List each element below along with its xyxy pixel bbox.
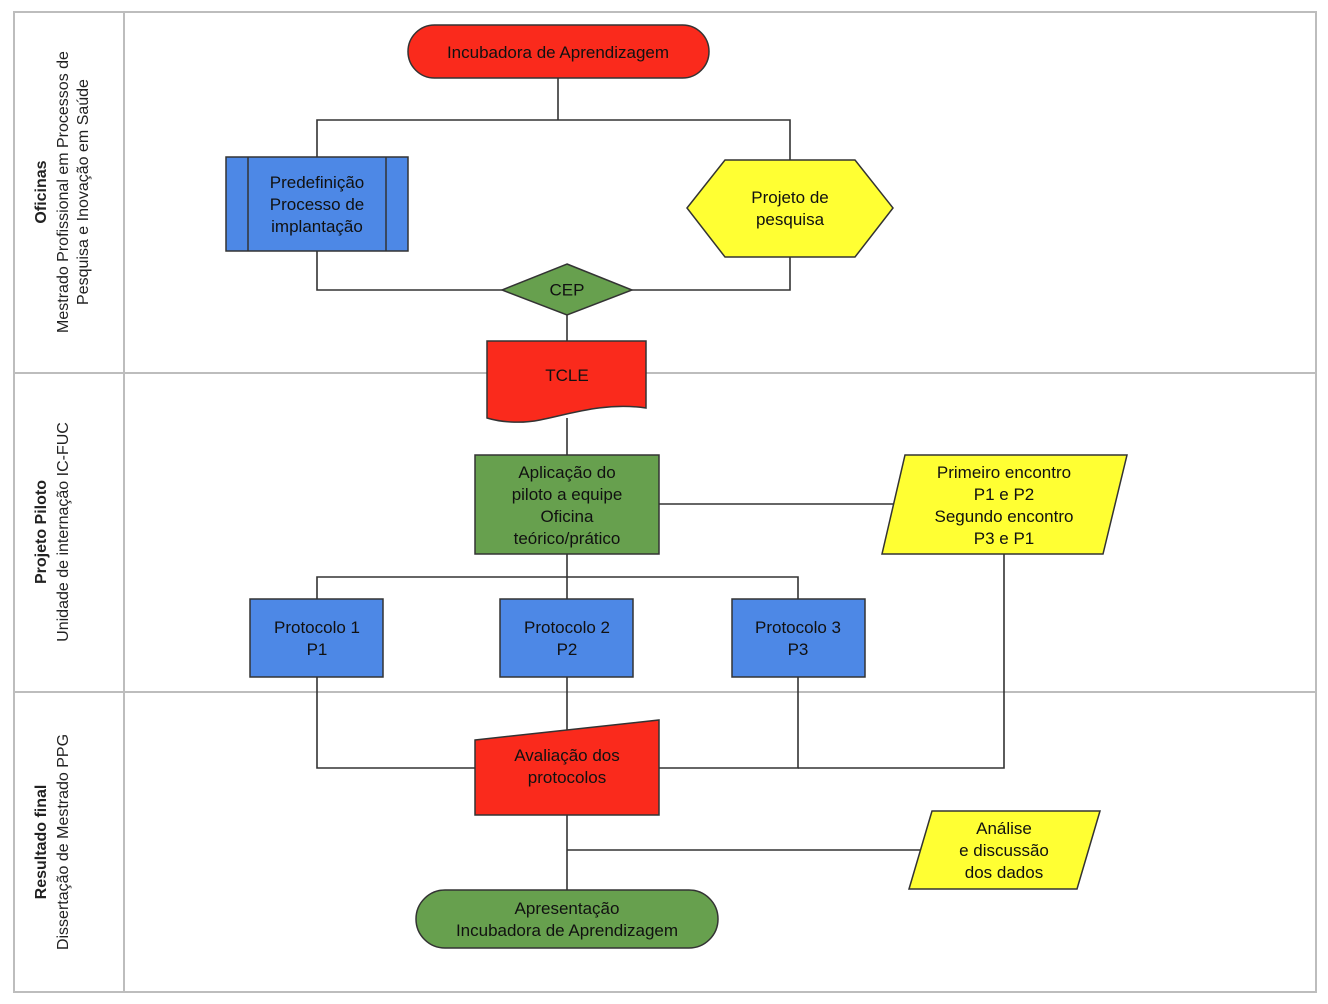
svg-text:Incubadora de Aprendizagem: Incubadora de Aprendizagem xyxy=(447,43,669,62)
process-shape xyxy=(474,454,660,555)
protocolo3-label-line-2: P3 xyxy=(788,640,809,659)
node-cep: CEP xyxy=(499,263,635,316)
protocolo2-label-line-1: Protocolo 2 xyxy=(524,618,610,637)
terminator-shape xyxy=(407,24,710,79)
edge-split-projeto xyxy=(558,119,791,160)
avaliacao-label-line-2: protocolos xyxy=(528,768,606,787)
lane-frame xyxy=(13,11,1317,993)
lane-oficinas-subtitle-2: Pesquisa e Inovação em Saúde xyxy=(75,79,92,305)
edge-projeto-cep xyxy=(632,257,791,291)
avaliacao-label-line-1: Avaliação dos xyxy=(514,746,620,765)
lane-resultado-title: Resultado final xyxy=(33,785,50,900)
analise-label-line-2: e discussão xyxy=(959,841,1049,860)
svg-text:Protocolo 3P3: Protocolo 3 P3 xyxy=(755,618,841,659)
encontros-label-line-4: P3 e P1 xyxy=(974,529,1035,548)
lane-piloto-subtitle: Unidade de internação IC-FUC xyxy=(55,422,72,642)
decision-shape xyxy=(499,263,635,316)
lane-oficinas-subtitle-1: Mestrado Profissional em Processos de xyxy=(55,51,72,333)
svg-text:Protocolo 1P1: Protocolo 1 P1 xyxy=(274,618,360,659)
aplicacao-label-line-4: teórico/prático xyxy=(514,529,621,548)
edge-predefinicao-cep xyxy=(316,251,502,291)
connectors xyxy=(316,78,1005,890)
node-analise: Análise e discussão dos dados xyxy=(907,810,1102,890)
svg-text:TCLE: TCLE xyxy=(545,366,588,385)
edge-protocolo1-avaliacao xyxy=(316,677,475,769)
apresentacao-label-line-1: Apresentação xyxy=(515,899,620,918)
tcle-label-line-1: TCLE xyxy=(545,366,588,385)
incubadora-label-line-1: Incubadora de Aprendizagem xyxy=(447,43,669,62)
process-shape xyxy=(249,598,384,678)
svg-text:Protocolo 2P2: Protocolo 2 P2 xyxy=(524,618,610,659)
process-shape xyxy=(499,598,634,678)
node-protocolo-2: Protocolo 2 P2 xyxy=(499,598,634,678)
predefinicao-label-line-2: Processo de xyxy=(270,195,365,214)
edge-split-protocols xyxy=(316,576,799,599)
apresentacao-label-line-2: Incubadora de Aprendizagem xyxy=(456,921,678,940)
lane-piloto-title: Projeto Piloto xyxy=(33,480,50,584)
aplicacao-label-line-1: Aplicação do xyxy=(518,463,615,482)
data-shape xyxy=(881,454,1128,555)
edge-encontros-avaliacao xyxy=(798,554,1005,769)
edge-protocolo3-avaliacao xyxy=(659,677,799,769)
projeto-pesquisa-label-line-2: pesquisa xyxy=(756,210,825,229)
projeto-pesquisa-label-line-1: Projeto de xyxy=(751,188,829,207)
hexagon-shape xyxy=(686,159,894,258)
node-protocolo-3: Protocolo 3 P3 xyxy=(731,598,866,678)
node-avaliacao: Avaliação dos protocolos xyxy=(474,719,660,816)
node-protocolo-1: Protocolo 1 P1 xyxy=(249,598,384,678)
node-projeto-pesquisa: Projeto de pesquisa xyxy=(686,159,894,258)
protocolo2-label-line-2: P2 xyxy=(557,640,578,659)
lane-oficinas-title: Oficinas xyxy=(33,160,50,223)
swimlanes: Oficinas Mestrado Profissional em Proces… xyxy=(13,11,1317,993)
process-shape xyxy=(731,598,866,678)
node-encontros: Primeiro encontro P1 e P2 Segundo encontro… xyxy=(881,454,1128,555)
data-shape xyxy=(907,810,1102,890)
lane-resultado-subtitle: Dissertação de Mestrado PPG xyxy=(55,734,72,950)
cep-label-line-1: CEP xyxy=(550,280,585,299)
terminator-shape xyxy=(415,889,719,949)
node-tcle: TCLE xyxy=(486,340,647,423)
encontros-label-line-1: Primeiro encontro xyxy=(937,463,1071,482)
aplicacao-label-line-2: piloto a equipe xyxy=(512,485,623,504)
analise-label-line-1: Análise xyxy=(976,819,1032,838)
predefined-process-shape xyxy=(225,156,409,252)
protocolo1-label-line-1: Protocolo 1 xyxy=(274,618,360,637)
protocolo1-label-line-2: P1 xyxy=(307,640,328,659)
protocolo3-label-line-1: Protocolo 3 xyxy=(755,618,841,637)
predefinicao-label-line-3: implantação xyxy=(271,217,363,236)
analise-label-line-3: dos dados xyxy=(965,863,1043,882)
document-shape xyxy=(486,340,647,423)
aplicacao-label-line-3: Oficina xyxy=(541,507,594,526)
edge-split-predefinicao xyxy=(316,119,558,157)
encontros-label-line-3: Segundo encontro xyxy=(935,507,1074,526)
encontros-label-line-2: P1 e P2 xyxy=(974,485,1035,504)
predefinicao-label-line-1: Predefinição xyxy=(270,173,365,192)
svg-text:CEP: CEP xyxy=(550,280,585,299)
node-incubadora: Incubadora de Aprendizagem xyxy=(407,24,710,79)
manual-input-shape xyxy=(474,719,660,816)
